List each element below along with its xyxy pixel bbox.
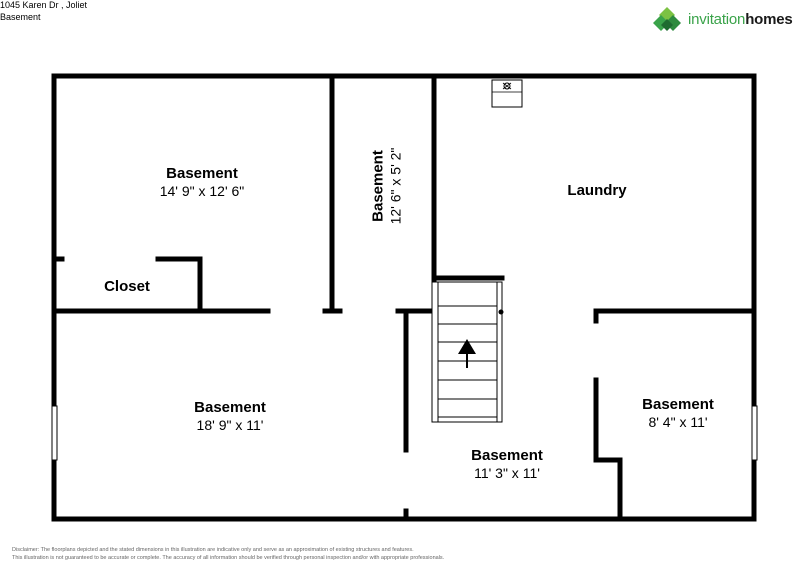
room-basement-center: Basement 11' 3" x 11' [471,447,543,482]
walls [51,73,757,522]
window-left [51,405,58,461]
floor-level-label: Basement [0,12,41,22]
room-name: Basement [369,150,387,222]
room-basement-sw: Basement 18' 9" x 11' [194,399,266,434]
disclaimer-line-2: This illustration is not guaranteed to b… [12,555,445,561]
room-basement-nw: Basement 14' 9" x 12' 6" [160,165,245,200]
room-name: Basement [642,396,714,413]
room-closet: Closet [104,278,150,296]
windows [51,405,758,461]
stair-direction-arrow-icon [458,339,476,368]
invitation-homes-logo: invitationhomes [652,6,800,36]
staircase [431,281,504,423]
room-name: Laundry [567,182,627,199]
logo-word-homes: homes [745,11,793,28]
room-laundry: Laundry [567,182,626,200]
room-dimensions: 12' 6" x 5' 2" [387,147,404,225]
logo-wordmark: invitationhomes [688,11,793,28]
room-name: Basement [471,447,543,464]
logo-diamond-icon [653,7,681,31]
room-dimensions: 14' 9" x 12' 6" [159,183,245,199]
property-address: 1045 Karen Dr , Joliet [0,0,88,10]
room-dimensions: 18' 9" x 11' [196,417,264,433]
logo-word-invitation: invitation [688,11,746,28]
room-dimensions: 11' 3" x 11' [474,465,540,481]
room-basement-se: Basement 8' 4" x 11' [642,396,714,431]
disclaimer-line-1: Disclaimer: The floorplans depicted and … [12,547,414,553]
room-basement-hall: Basement 12' 6" x 5' 2" [370,148,405,225]
laundry-sink-icon [491,79,523,108]
room-name: Basement [194,399,266,416]
room-name: Basement [166,165,238,182]
room-dimensions: 8' 4" x 11' [648,414,708,430]
room-name: Closet [104,278,150,295]
window-right [751,405,758,461]
